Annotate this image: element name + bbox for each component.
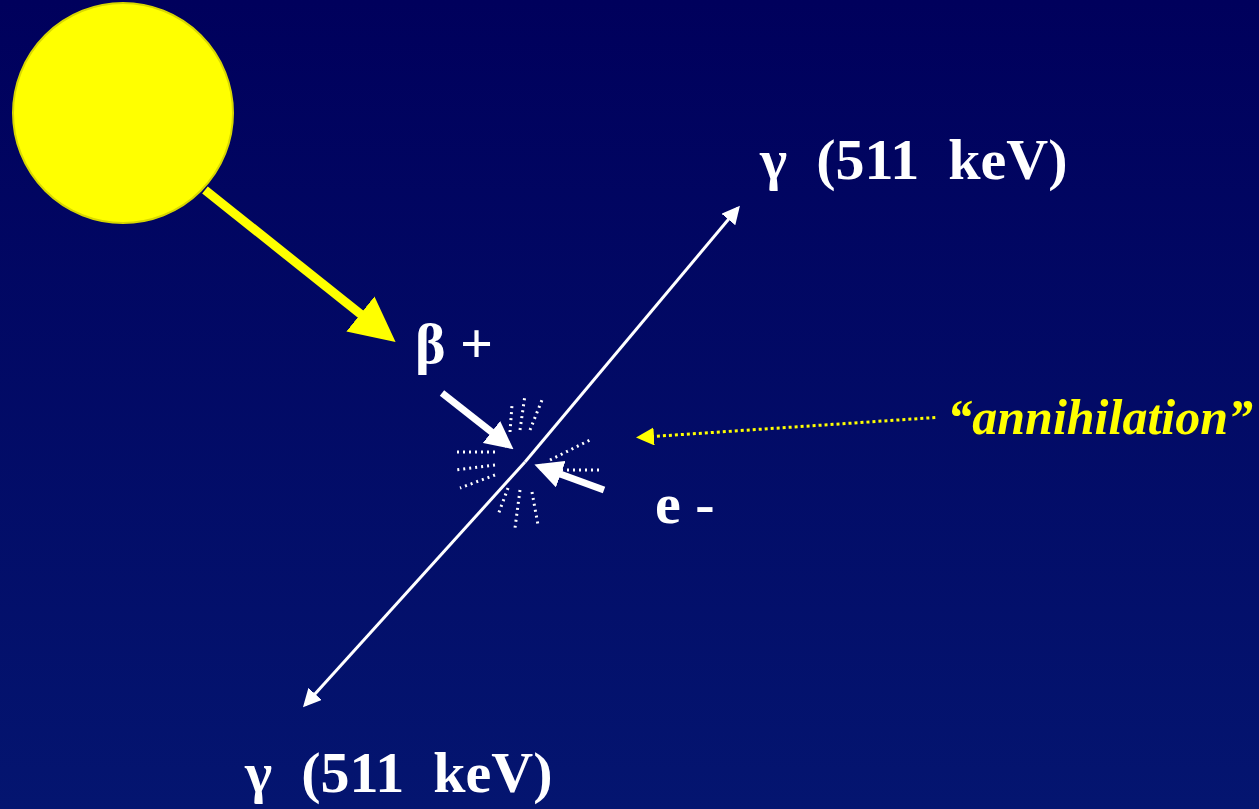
positron-emission-arrow: [205, 190, 378, 328]
electron-label: e -: [655, 472, 715, 536]
gamma-ray-line: [305, 462, 525, 705]
annihilation-burst: [455, 395, 600, 528]
gamma-ray-line: [525, 208, 738, 462]
gamma-label: γ (511 keV): [760, 128, 1067, 192]
gamma-label: γ (511 keV): [245, 741, 552, 805]
electron-arrow: [541, 467, 604, 490]
nucleus-circle: [13, 3, 233, 223]
annihilation-label: “annihilation”: [947, 390, 1253, 445]
positron-label: β +: [415, 312, 493, 376]
callout-leader: [645, 418, 935, 438]
positron-arrow: [442, 393, 508, 445]
